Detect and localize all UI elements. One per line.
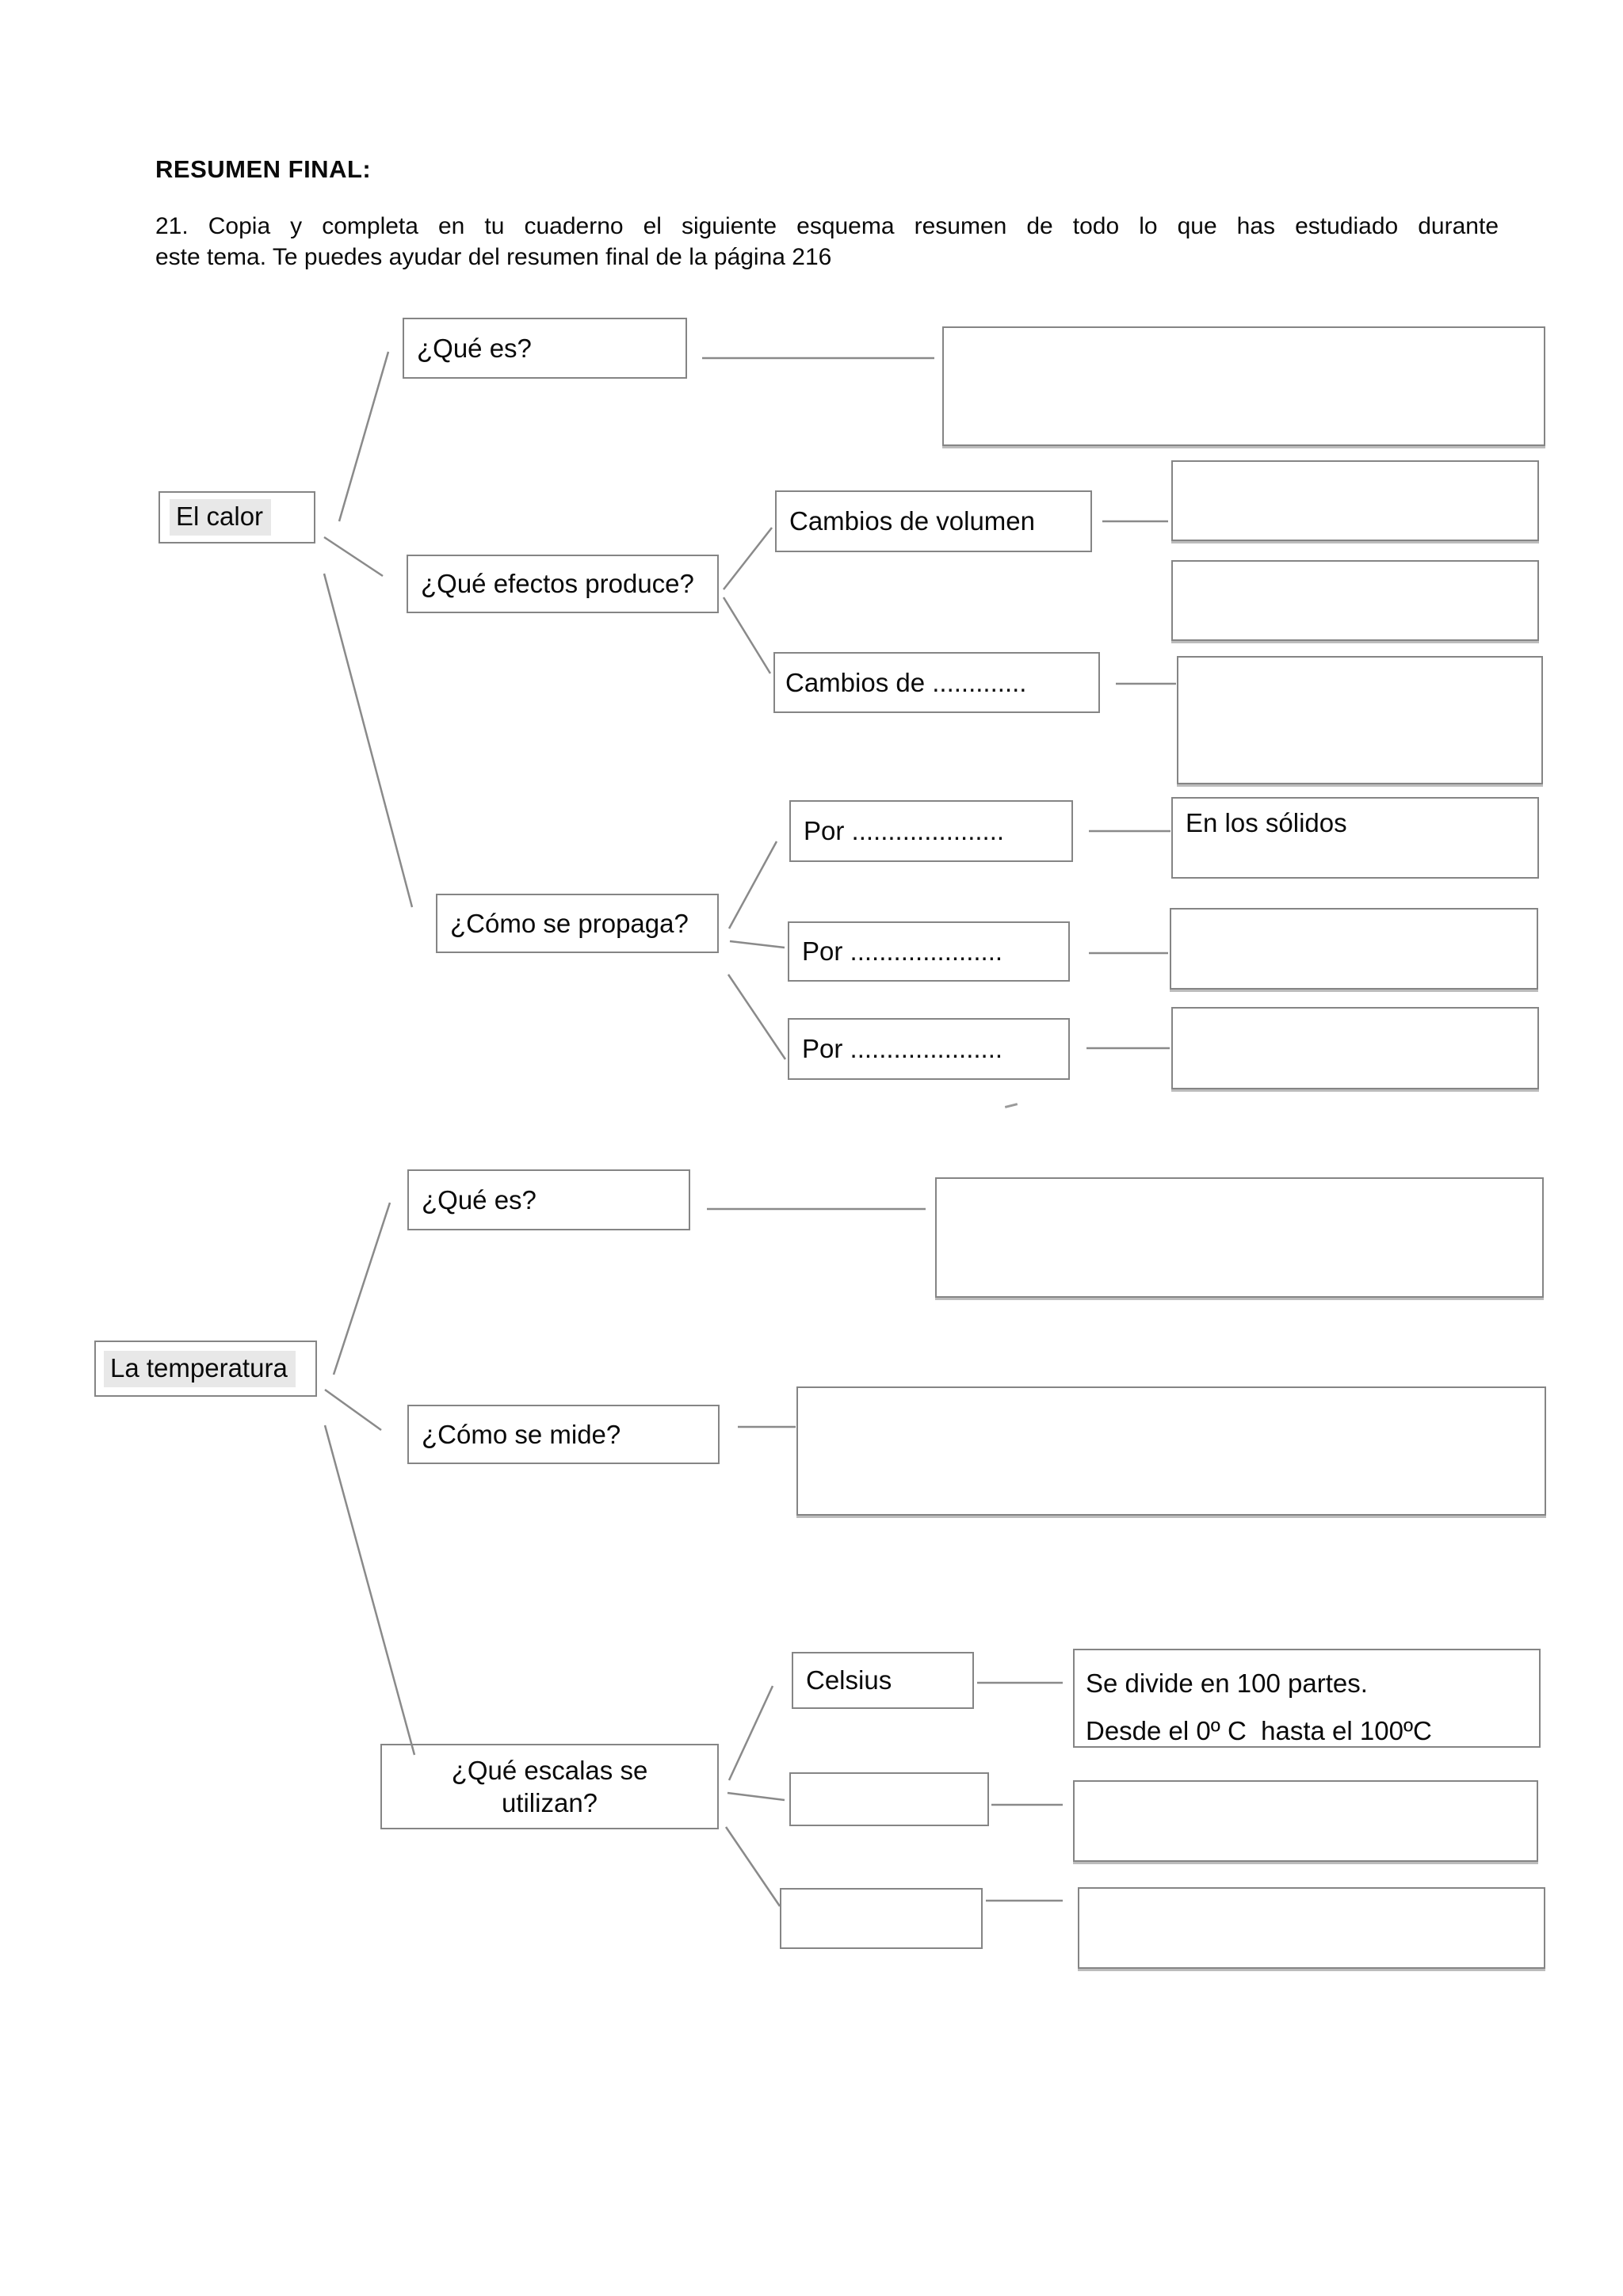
instruction-line-1: 21. Copia y completa en tu cuaderno el s… — [155, 213, 1499, 239]
node-que-es-calor: ¿Qué es? — [403, 318, 687, 379]
answer-box-cambios-volumen-2 — [1171, 560, 1539, 641]
connector-efectos-cambios-de — [722, 597, 772, 674]
answer-box-escala-2 — [1078, 1887, 1545, 1969]
node-celsius-descripcion: Se divide en 100 partes. Desde el 0º C h… — [1073, 1649, 1541, 1748]
node-por-3: Por ..................... — [788, 1018, 1070, 1080]
node-que-escalas: ¿Qué escalas se utilizan? — [380, 1744, 719, 1829]
connector-calor-efectos — [323, 536, 384, 578]
instruction-line-2: este tema. Te puedes ayudar del resumen … — [155, 244, 832, 270]
answer-box-que-es-temperatura — [935, 1177, 1544, 1298]
connector-escalas-blank1 — [727, 1791, 785, 1802]
node-que-efectos-produce: ¿Qué efectos produce? — [407, 555, 719, 613]
connector-propaga-por1 — [727, 841, 778, 929]
answer-box-cambios-volumen-1 — [1171, 460, 1539, 541]
node-cambios-de-blank-label: Cambios de ............. — [785, 667, 1027, 697]
node-por-1: Por ..................... — [789, 800, 1073, 862]
connector-efectos-cambios-volumen — [723, 527, 773, 590]
node-por-2-label: Por ..................... — [802, 936, 1003, 966]
node-como-se-mide: ¿Cómo se mide? — [407, 1405, 720, 1464]
node-celsius-label: Celsius — [806, 1665, 892, 1695]
node-que-escalas-line2: utilizan? — [501, 1788, 598, 1817]
connector-temp-que-es — [332, 1202, 391, 1375]
node-como-se-propaga-label: ¿Cómo se propaga? — [450, 908, 689, 938]
node-como-se-mide-label: ¿Cómo se mide? — [422, 1419, 621, 1449]
connector-propaga-por2 — [729, 940, 785, 949]
connector-calor-propaga — [323, 573, 414, 908]
answer-box-escala-1 — [1073, 1780, 1538, 1862]
node-escala-blank-1 — [789, 1772, 989, 1826]
connector-temp-escalas — [323, 1425, 416, 1756]
answer-box-como-se-mide — [796, 1386, 1546, 1516]
node-que-es-temperatura-label: ¿Qué es? — [422, 1184, 537, 1215]
node-por-1-label: Por ..................... — [804, 816, 1005, 845]
node-que-es-calor-label: ¿Qué es? — [417, 333, 532, 363]
answer-box-cambios-de — [1177, 656, 1543, 784]
node-que-es-temperatura: ¿Qué es? — [407, 1169, 690, 1230]
connector-calor-que-es — [338, 351, 390, 522]
answer-box-por-2 — [1170, 908, 1538, 990]
celsius-desc-line1: Se divide en 100 partes. — [1086, 1669, 1368, 1698]
answer-box-por-3 — [1171, 1007, 1539, 1089]
celsius-desc-line2: Desde el 0º C hasta el 100ºC — [1086, 1716, 1432, 1745]
node-la-temperatura-label: La temperatura — [104, 1350, 296, 1387]
node-celsius: Celsius — [792, 1652, 974, 1709]
node-cambios-de-volumen-label: Cambios de volumen — [789, 506, 1035, 536]
node-el-calor-label: El calor — [170, 499, 272, 536]
node-como-se-propaga: ¿Cómo se propaga? — [436, 894, 719, 953]
node-cambios-de-blank: Cambios de ............. — [773, 652, 1100, 713]
node-que-efectos-produce-label: ¿Qué efectos produce? — [421, 569, 694, 598]
node-la-temperatura: La temperatura — [94, 1341, 317, 1397]
node-cambios-de-volumen: Cambios de volumen — [775, 490, 1092, 552]
connector-temp-mide — [324, 1388, 382, 1432]
node-el-calor: El calor — [158, 491, 315, 543]
connector-escalas-blank2 — [724, 1826, 781, 1907]
node-escala-blank-2 — [780, 1888, 983, 1949]
stray-mark-artifact — [1004, 1103, 1018, 1108]
answer-box-que-es-calor — [942, 326, 1545, 446]
node-por-2: Por ..................... — [788, 921, 1070, 982]
node-que-escalas-line1: ¿Qué escalas se — [451, 1756, 648, 1785]
node-en-los-solidos-label: En los sólidos — [1186, 808, 1347, 837]
node-en-los-solidos: En los sólidos — [1171, 797, 1539, 879]
page-title: RESUMEN FINAL: — [155, 155, 372, 183]
connector-escalas-celsius — [727, 1685, 774, 1781]
node-por-3-label: Por ..................... — [802, 1034, 1003, 1063]
exercise-instructions: 21. Copia y completa en tu cuaderno el s… — [155, 211, 1499, 273]
connector-propaga-por3 — [727, 974, 787, 1060]
